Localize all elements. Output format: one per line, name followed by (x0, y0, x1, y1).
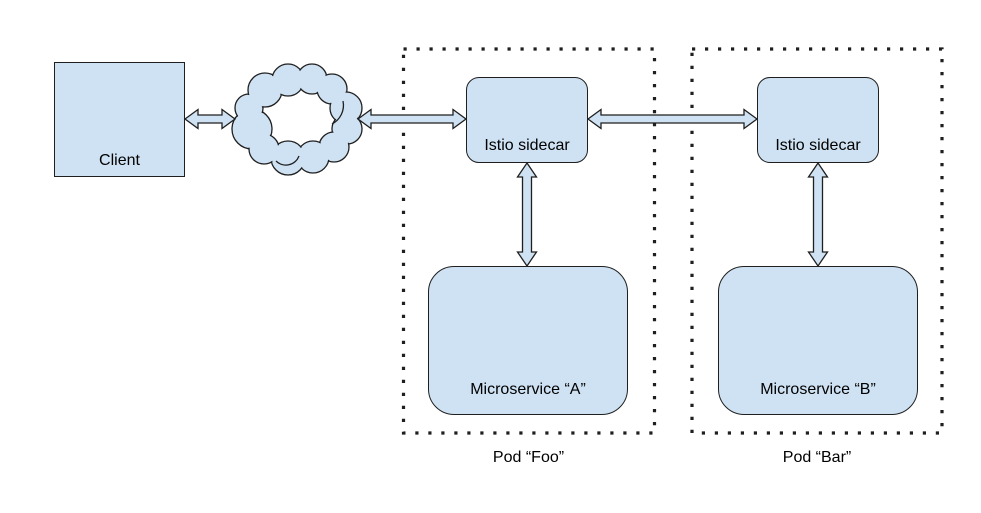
arrow-sidecar-foo-sidecar-bar (586, 108, 759, 130)
client-node: Client (54, 62, 185, 177)
arrow-internet-sidecar-foo (356, 108, 468, 130)
pod-foo-label: Pod “Foo” (492, 449, 565, 466)
client-label: Client (99, 151, 140, 169)
istio-sidecar-foo-node: Istio sidecar (466, 77, 588, 163)
istio-sidecar-bar-label: Istio sidecar (775, 136, 861, 154)
istio-sidecar-bar-node: Istio sidecar (757, 77, 879, 163)
microservice-b-label: Microservice “B” (760, 380, 876, 398)
arrow-sidecar-foo-microservice-a (516, 161, 538, 268)
microservice-b-node: Microservice “B” (718, 266, 918, 415)
pod-bar-container (690, 47, 944, 435)
microservice-a-label: Microservice “A” (470, 380, 586, 398)
istio-sidecar-foo-label: Istio sidecar (484, 136, 570, 154)
arrow-sidecar-bar-microservice-b (807, 161, 829, 268)
pod-bar-label: Pod “Bar” (782, 449, 852, 466)
cloud-icon (231, 63, 363, 176)
pod-foo-container (401, 47, 657, 435)
cloud-inner-curl-bottom (275, 155, 300, 166)
arrow-client-internet (183, 108, 237, 130)
cloud-fill-cover (233, 65, 361, 174)
cloud-inner-curl-right (331, 100, 345, 125)
microservice-a-node: Microservice “A” (428, 266, 628, 415)
